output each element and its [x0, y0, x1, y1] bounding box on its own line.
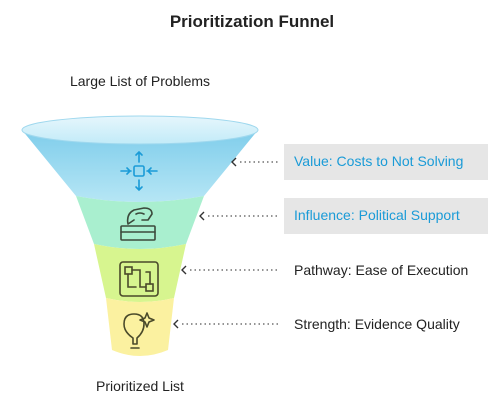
stage-label-value: Value: Costs to Not Solving: [284, 144, 488, 180]
stage-label-pathway: Pathway: Ease of Execution: [294, 262, 469, 278]
connector-value: [231, 157, 278, 167]
stage-label-strength: Strength: Evidence Quality: [294, 316, 460, 332]
connector-influence: [199, 211, 278, 221]
connector-pathway: [181, 265, 278, 275]
funnel-rim: [21, 115, 259, 145]
diagram-title: Prioritization Funnel: [169, 12, 335, 31]
circuit-path-icon: [119, 261, 159, 297]
stage-label-influence: Influence: Political Support: [284, 198, 488, 234]
hand-box-icon: [120, 207, 156, 241]
connector-strength: [173, 319, 278, 329]
arrows-inward-icon: [120, 150, 158, 192]
lightbulb-icon: [123, 312, 155, 349]
funnel-input-label: Large List of Problems: [69, 73, 211, 89]
funnel-stage-strength: [106, 298, 174, 356]
funnel-output-label: Prioritized List: [96, 378, 184, 394]
funnel-stage-influence: [76, 196, 204, 249]
